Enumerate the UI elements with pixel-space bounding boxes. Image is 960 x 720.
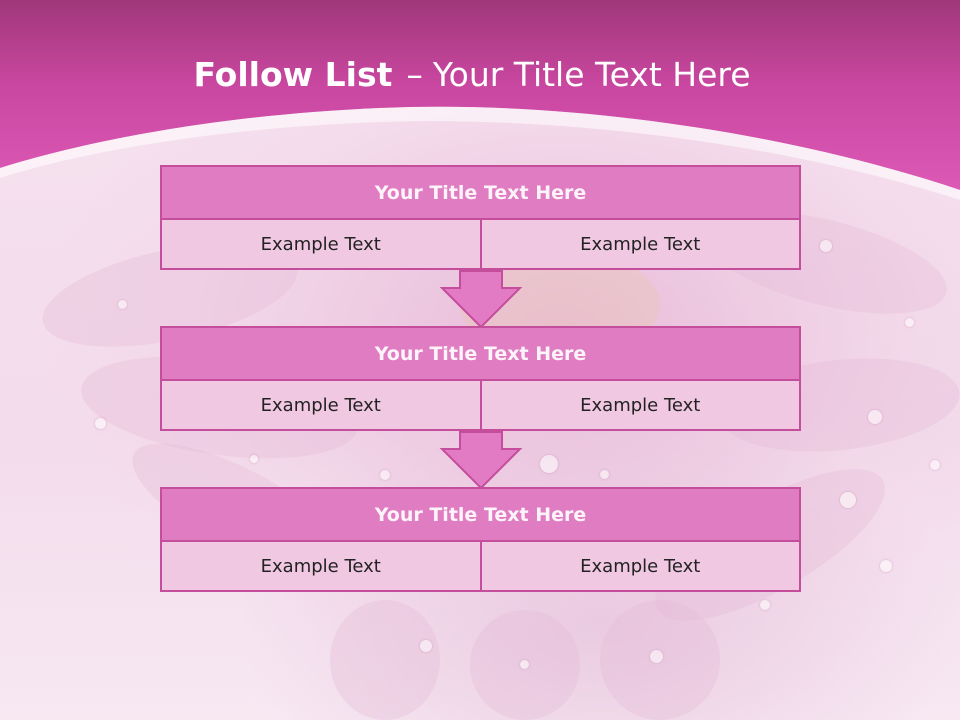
step-cell-left: Example Text xyxy=(260,394,381,416)
step-row: Example Text Example Text xyxy=(160,381,801,431)
step-row: Example Text Example Text xyxy=(160,220,801,270)
step-block-3: Your Title Text Here Example Text Exampl… xyxy=(160,487,801,592)
slide-title-main: Follow List xyxy=(193,55,393,94)
slide-title: Follow List–Your Title Text Here xyxy=(0,55,944,94)
step-cell-right: Example Text xyxy=(479,542,800,590)
step-cell-left: Example Text xyxy=(260,555,381,577)
step-cell-left: Example Text xyxy=(260,233,381,255)
header-band xyxy=(0,0,960,200)
step-cell-right: Example Text xyxy=(479,220,800,268)
slide-title-separator: – xyxy=(406,55,423,94)
step-title: Your Title Text Here xyxy=(160,326,801,381)
step-title: Your Title Text Here xyxy=(160,487,801,542)
down-arrow-icon xyxy=(439,270,523,329)
step-row: Example Text Example Text xyxy=(160,542,801,592)
step-cell-right: Example Text xyxy=(479,381,800,429)
slide-title-subtitle: Your Title Text Here xyxy=(432,55,751,94)
step-title: Your Title Text Here xyxy=(160,165,801,220)
step-block-1: Your Title Text Here Example Text Exampl… xyxy=(160,165,801,270)
step-block-2: Your Title Text Here Example Text Exampl… xyxy=(160,326,801,431)
down-arrow-icon xyxy=(439,431,523,490)
